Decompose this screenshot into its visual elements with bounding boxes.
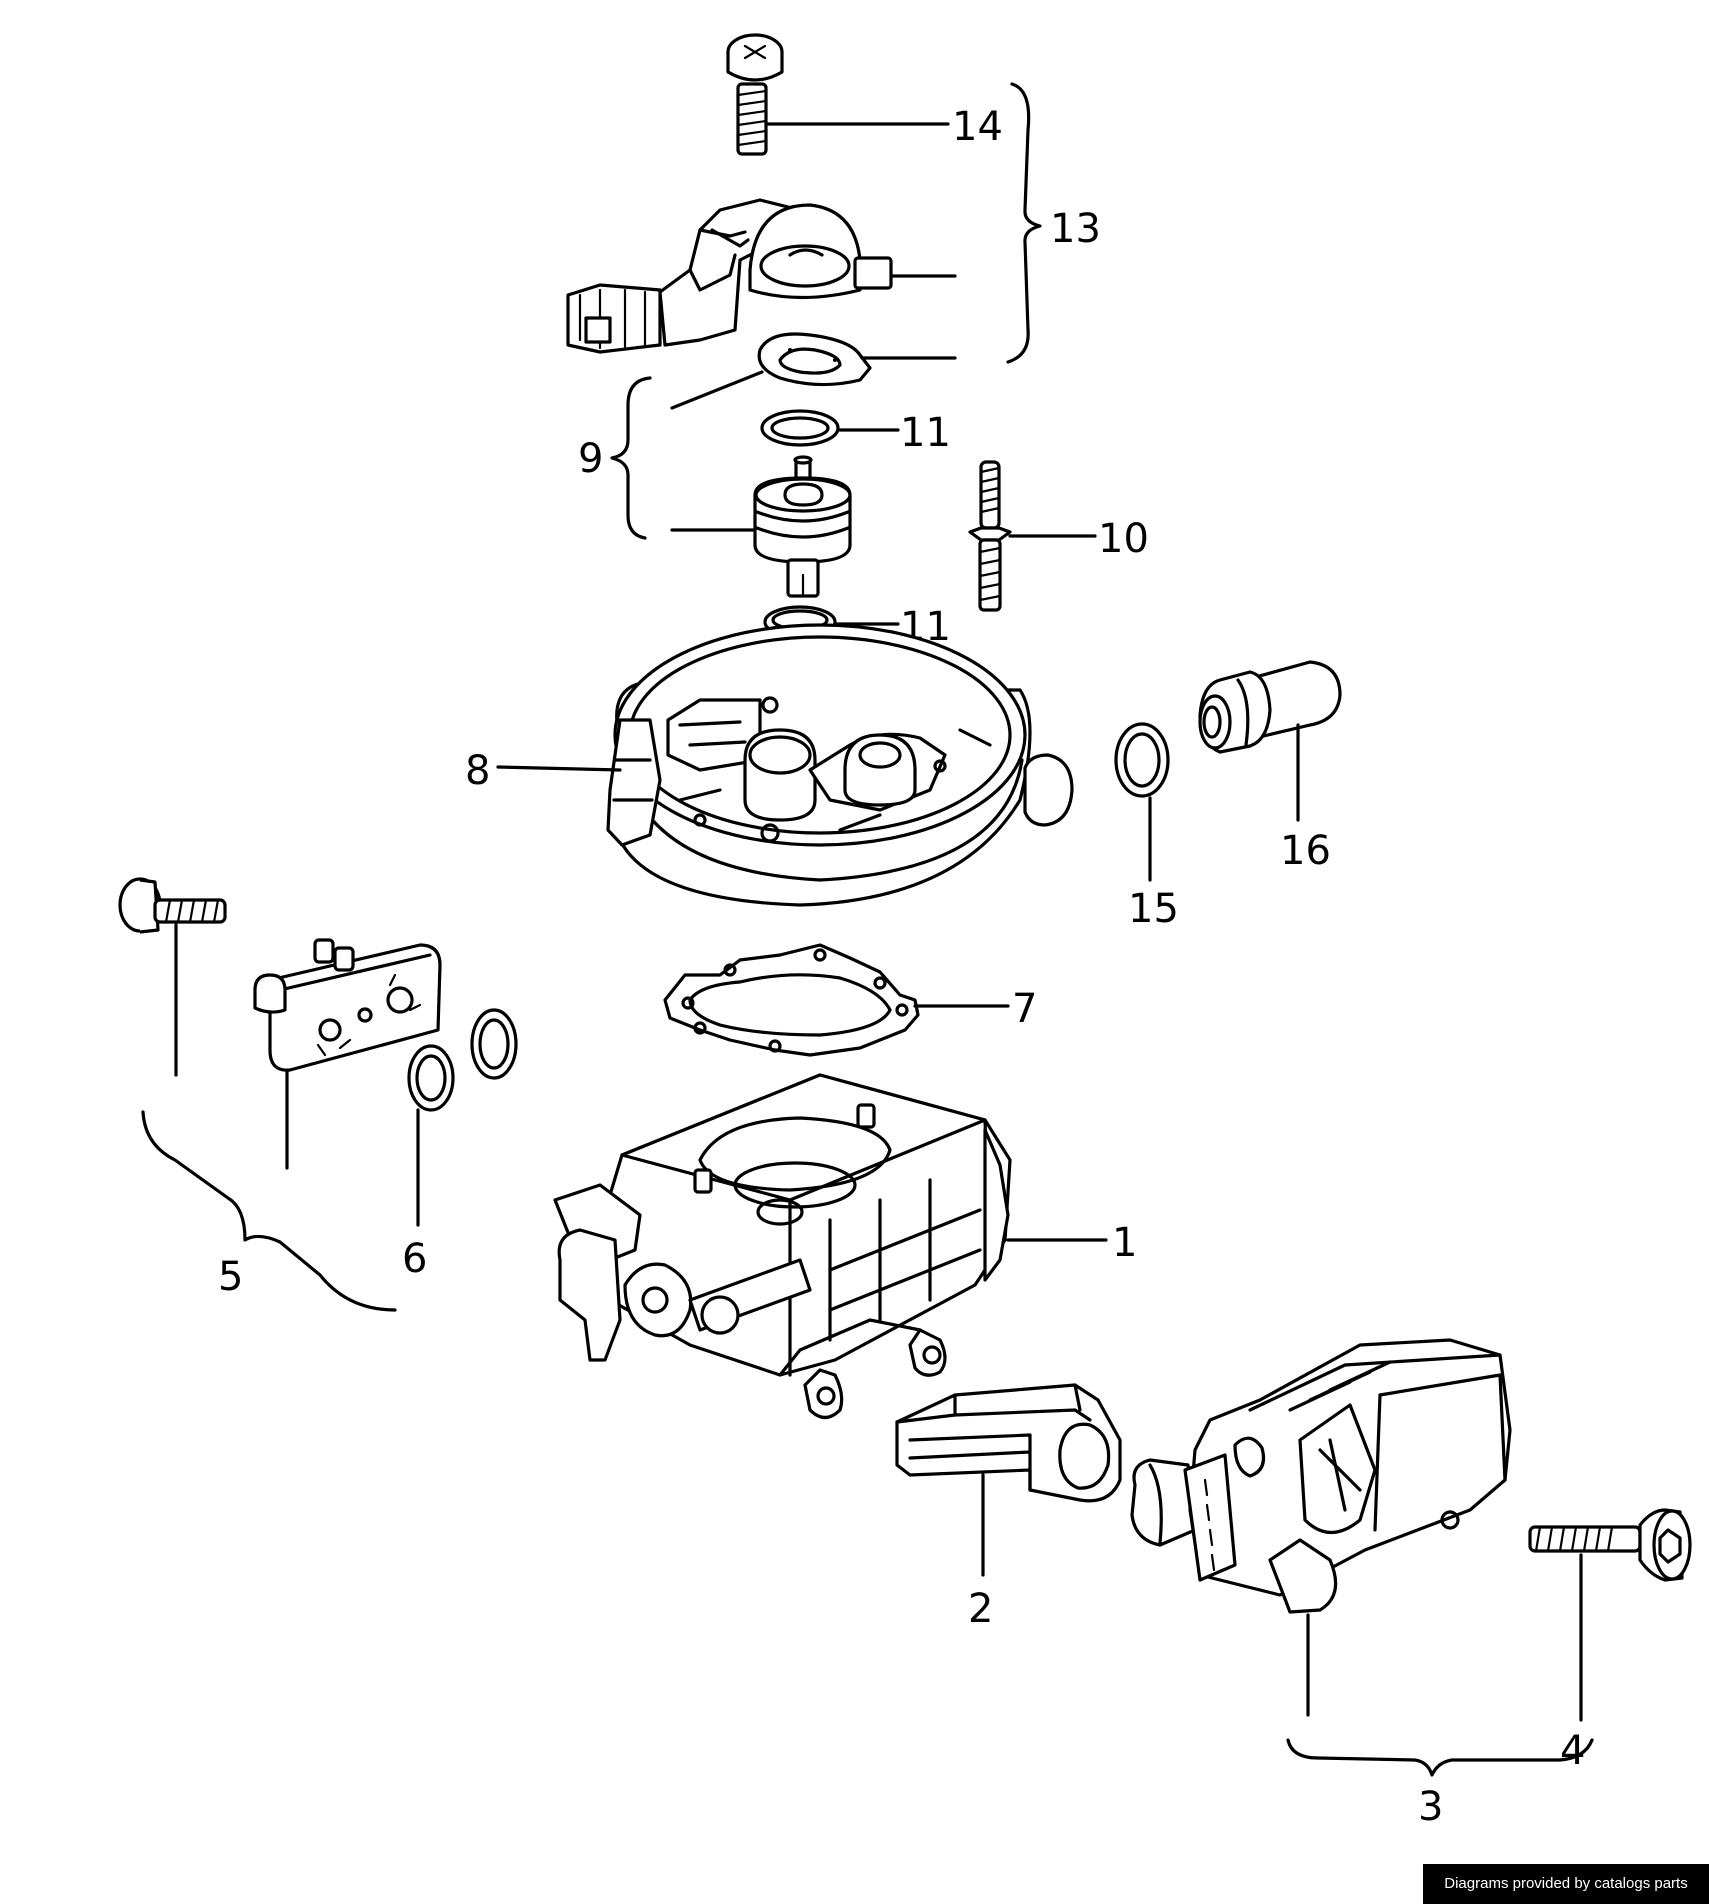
- part-10-stud: [968, 460, 1012, 612]
- part-13-sensor-housing: [566, 198, 893, 354]
- part-5-bolt: [118, 877, 227, 934]
- callout-14: 14: [952, 104, 1003, 150]
- part-6-seal-rings: [407, 1008, 518, 1112]
- leader-9-gasket: [670, 370, 764, 410]
- leader-8: [496, 765, 622, 772]
- part-13-gasket: [757, 332, 872, 387]
- part-8-upper-housing: [606, 623, 1074, 907]
- callout-1: 1: [1112, 1220, 1137, 1266]
- brace-5: [141, 1110, 397, 1312]
- brace-9: [610, 376, 652, 540]
- brace-13: [1006, 82, 1042, 364]
- part-15-seal-ring: [1114, 722, 1170, 798]
- part-11-upper-o-ring: [760, 409, 840, 447]
- part-16-sensor-plug: [1198, 660, 1342, 754]
- part-3-idle-actuator: [1130, 1338, 1512, 1614]
- callout-16: 16: [1280, 828, 1331, 874]
- callout-3: 3: [1418, 1784, 1443, 1830]
- callout-7: 7: [1012, 986, 1037, 1032]
- part-9-valve: [753, 455, 852, 598]
- part-7-flange-gasket: [663, 943, 920, 1057]
- callout-10: 10: [1098, 516, 1149, 562]
- part-1-throttle-body: [553, 1073, 1012, 1420]
- part-5-potentiometer: [253, 938, 442, 1072]
- callout-9: 9: [578, 436, 603, 482]
- callout-6: 6: [402, 1236, 427, 1282]
- callout-13: 13: [1050, 206, 1101, 252]
- callout-4: 4: [1560, 1728, 1585, 1774]
- callout-8: 8: [465, 748, 490, 794]
- part-14-screw: [726, 33, 784, 156]
- callout-15: 15: [1128, 886, 1179, 932]
- part-4-screw: [1528, 1508, 1692, 1582]
- brace-3: [1286, 1738, 1594, 1777]
- callout-11-upper: 11: [900, 410, 951, 456]
- part-2-bracket: [895, 1383, 1122, 1503]
- callout-2: 2: [968, 1586, 993, 1632]
- watermark-credit: Diagrams provided by catalogs parts: [1423, 1864, 1709, 1904]
- callout-5: 5: [218, 1254, 243, 1300]
